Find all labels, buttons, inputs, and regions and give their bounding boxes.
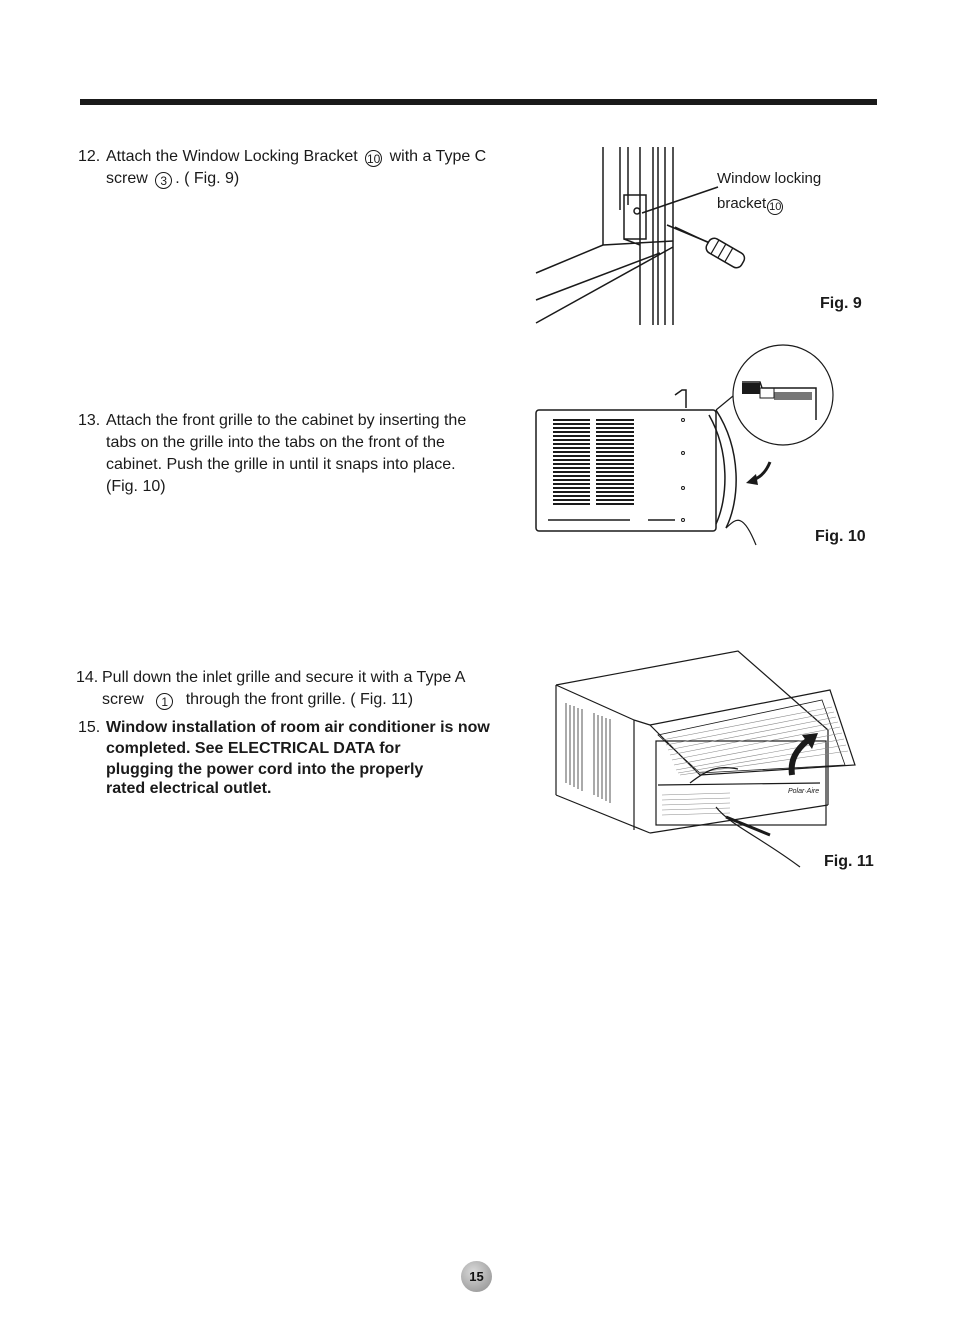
step-text-line: with a Type C: [389, 148, 487, 165]
step-text: Pull down the inlet grille and secure it…: [102, 667, 465, 711]
step-text: Attach the front grille to the cabinet b…: [106, 410, 466, 498]
step-text-line: screw: [106, 170, 148, 187]
callout-line: Window locking: [717, 170, 822, 187]
step-number: 12.: [78, 148, 101, 165]
step-text-line: (Fig. 10): [106, 478, 166, 495]
fig11-label: Fig. 11: [824, 853, 874, 870]
step-text-line: Window installation of room air conditio…: [106, 719, 490, 736]
part-ref-badge: 3: [155, 172, 173, 189]
step-text-line: cabinet. Push the grille in until it sna…: [106, 456, 456, 473]
step-text-line: . ( Fig. 9): [175, 170, 240, 187]
step-text-line: Pull down the inlet grille and secure it…: [102, 669, 466, 686]
callout-line: bracket: [717, 195, 767, 212]
step-text-line: plugging the power cord into the properl…: [106, 761, 424, 778]
step-14: 14. Pull down the inlet grille and secur…: [76, 667, 516, 717]
fig10-illustration: [535, 344, 834, 546]
top-rule: [80, 99, 877, 105]
step-text-line: rated electrical outlet.: [106, 780, 272, 797]
fig10-label: Fig. 10: [815, 528, 866, 545]
fig9-label: Fig. 9: [820, 295, 862, 312]
step-text: Attach the Window Locking Bracket 10 wit…: [106, 146, 486, 190]
step-text-line: through the front grille. ( Fig. 11): [185, 691, 414, 708]
fig9-illustration: [535, 147, 746, 325]
step-number: 15.: [78, 719, 101, 736]
part-ref-badge: 10: [365, 150, 383, 167]
step-number: 14.: [76, 669, 99, 686]
step-12: 12. Attach the Window Locking Bracket 10…: [78, 146, 518, 196]
page-number-badge: 15: [461, 1261, 492, 1292]
step-text-line: Attach the Window Locking Bracket: [106, 148, 358, 165]
step-15: 15. Window installation of room air cond…: [78, 717, 518, 807]
step-13: 13. Attach the front grille to the cabin…: [78, 410, 518, 500]
part-ref-badge: 10: [767, 199, 784, 215]
step-text-line: tabs on the grille into the tabs on the …: [106, 434, 445, 451]
part-ref-badge: 1: [156, 693, 174, 710]
fig11-illustration: Polar·Aire: [555, 650, 856, 868]
fig11-brand: Polar·Aire: [788, 788, 819, 795]
step-number: 13.: [78, 412, 101, 429]
step-text: Window installation of room air conditio…: [106, 717, 490, 799]
step-text-line: screw: [102, 691, 144, 708]
step-text-line: Attach the front grille to the cabinet b…: [106, 412, 467, 429]
step-text-line: completed. See ELECTRICAL DATA for: [106, 740, 401, 757]
